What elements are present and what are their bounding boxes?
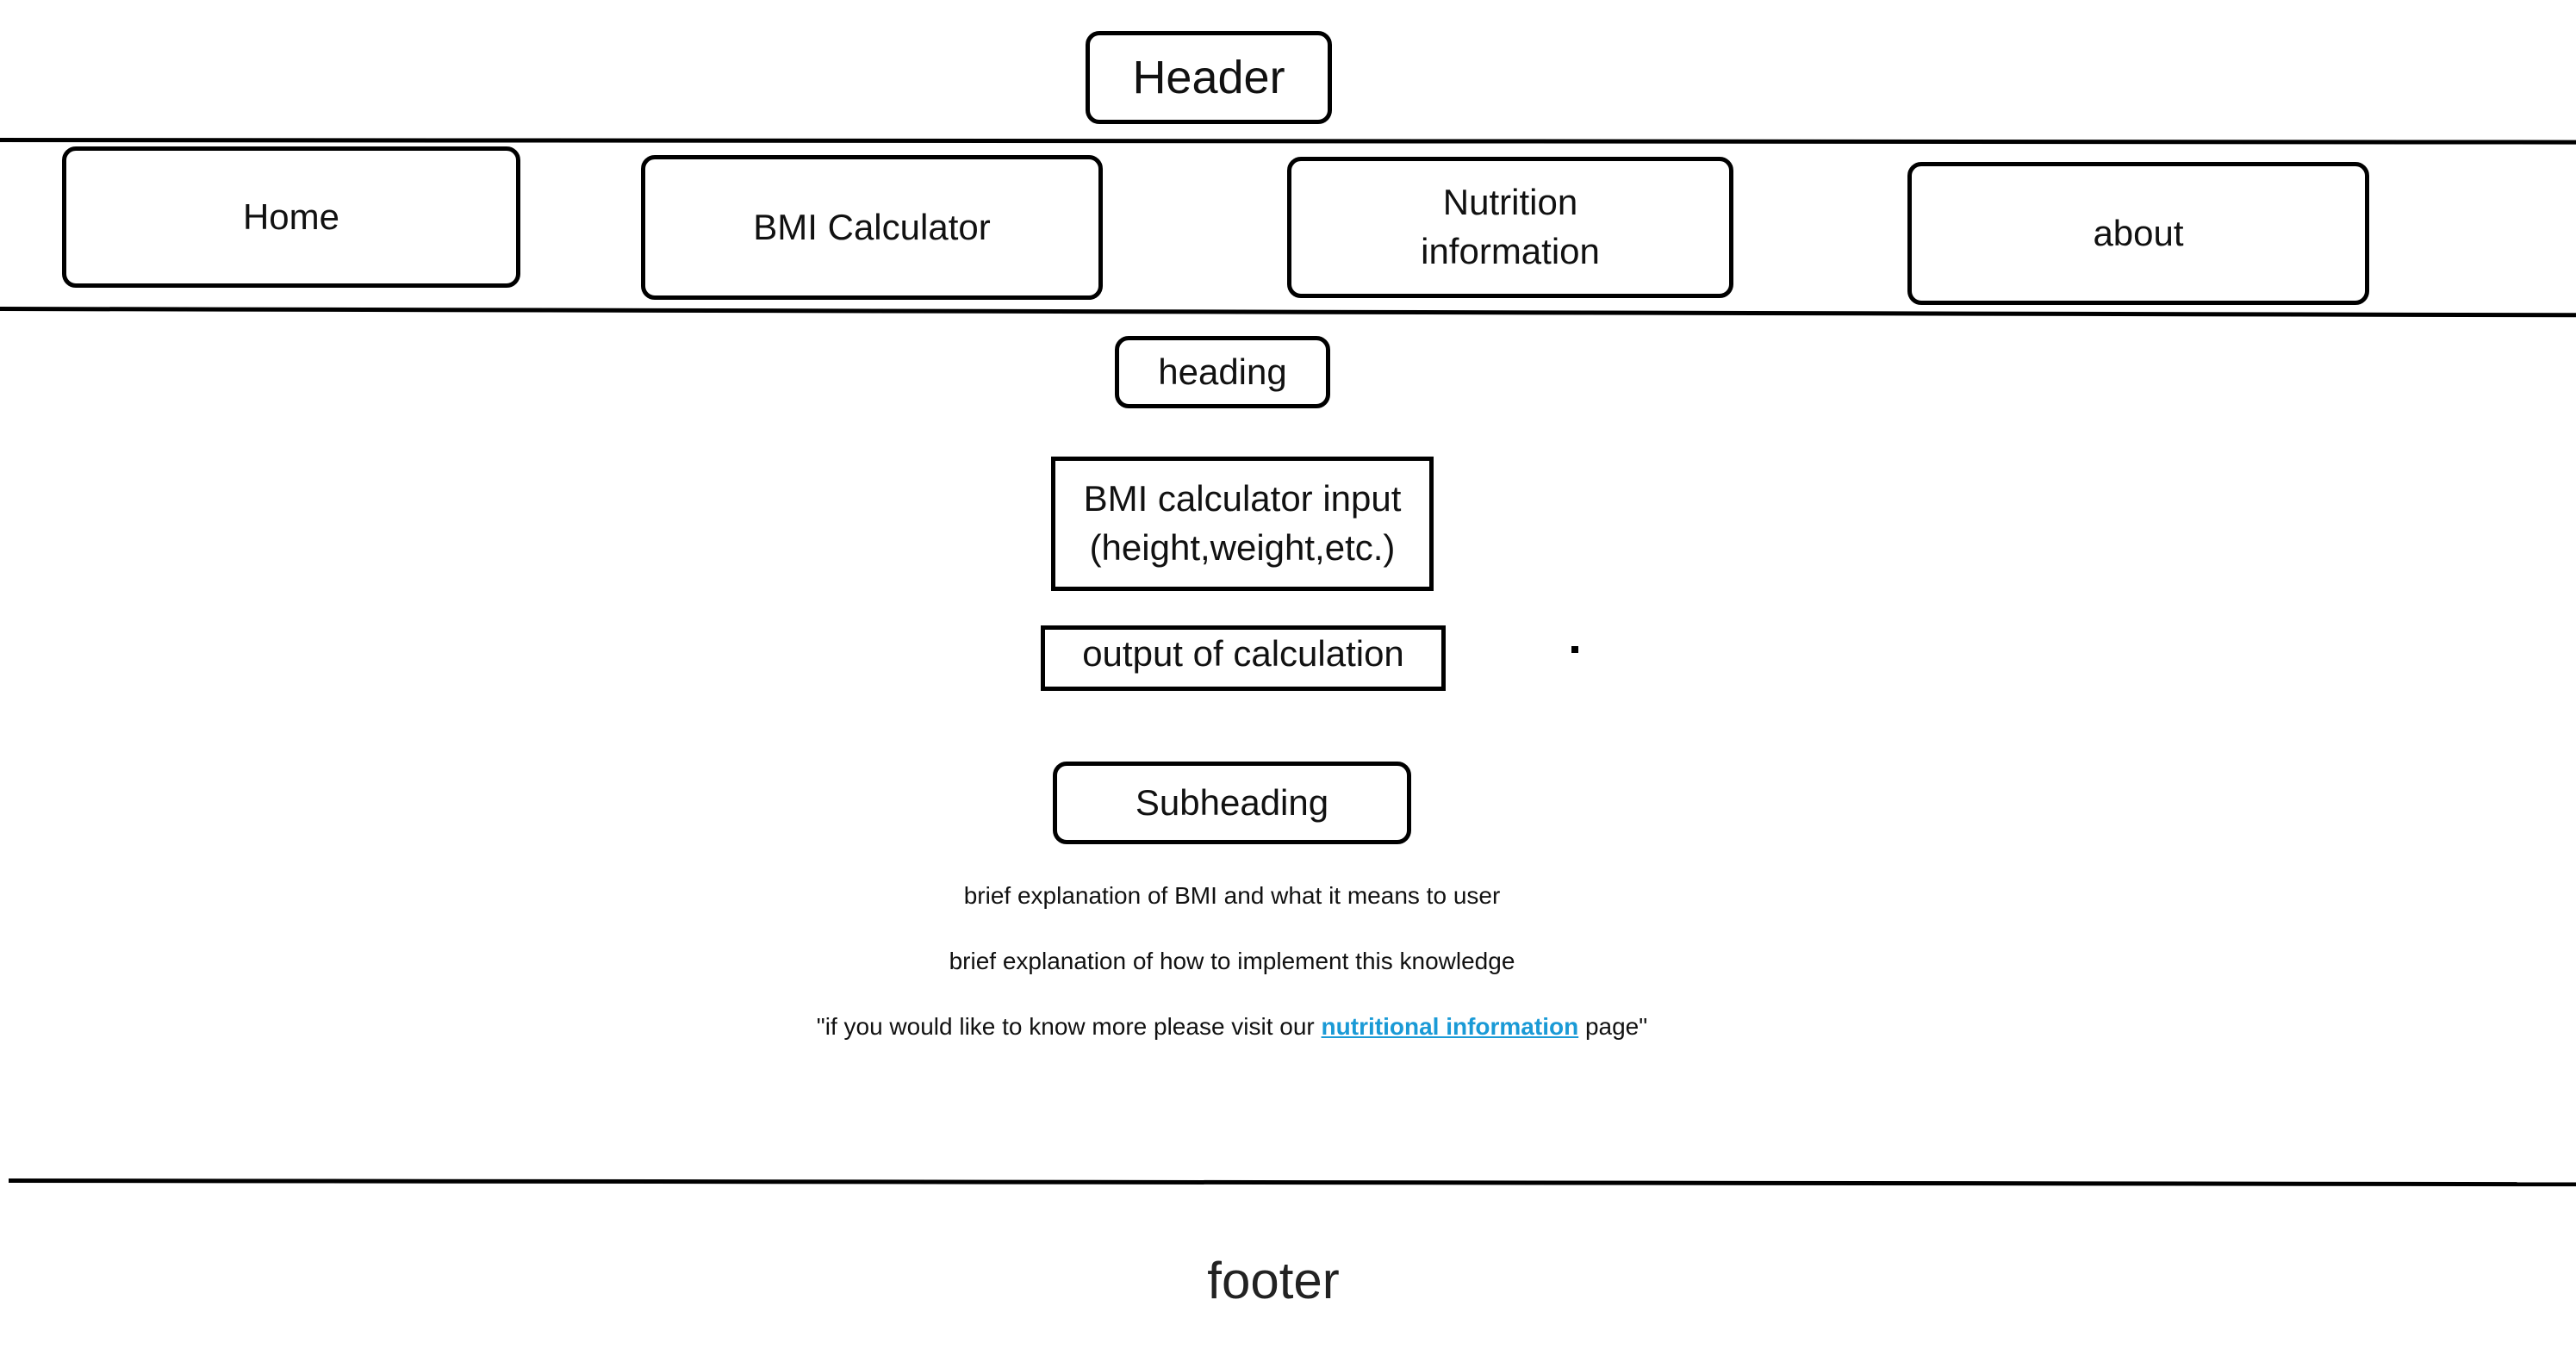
nav-item-nutrition-information[interactable]: Nutrition information [1287,157,1733,298]
nav-top-divider [0,138,2576,145]
nav-item-bmi-calculator[interactable]: BMI Calculator [641,155,1103,300]
visit-nutrition-text: "if you would like to know more please v… [0,1013,2464,1041]
nav-item-home-label: Home [242,196,340,237]
bmi-output-box: output of calculation [1041,625,1446,691]
nav-item-about-label: about [2093,212,2184,253]
nav-item-bmi-calculator-label: BMI Calculator [753,206,991,247]
explanation-implement-text: brief explanation of how to implement th… [949,948,1515,974]
nav-bottom-divider [0,307,2576,318]
subheading-label: Subheading [1135,781,1329,823]
footer-label: footer [1207,1252,1340,1309]
heading-label: heading [1158,351,1287,392]
explanation-bmi-text: brief explanation of BMI and what it mea… [963,882,1501,909]
heading-box: heading [1115,336,1330,408]
nav-item-nutrition-information-label: Nutrition information [1421,182,1600,271]
bmi-output-label: output of calculation [1082,633,1404,674]
visit-prefix-text: "if you would like to know more please v… [816,1013,1322,1040]
nav-item-home[interactable]: Home [62,146,520,288]
header-box: Header [1086,31,1332,124]
visit-suffix-text: page" [1578,1013,1648,1040]
bmi-input-box[interactable]: BMI calculator input (height,weight,etc.… [1051,457,1434,591]
bmi-input-label: BMI calculator input (height,weight,etc.… [1083,478,1402,568]
nutritional-information-link[interactable]: nutritional information [1321,1013,1579,1040]
stray-dot-mark [1571,646,1578,653]
footer-divider [8,1178,2576,1187]
header-label: Header [1132,51,1285,103]
nav-item-about[interactable]: about [1907,162,2369,305]
subheading-box: Subheading [1053,762,1411,844]
